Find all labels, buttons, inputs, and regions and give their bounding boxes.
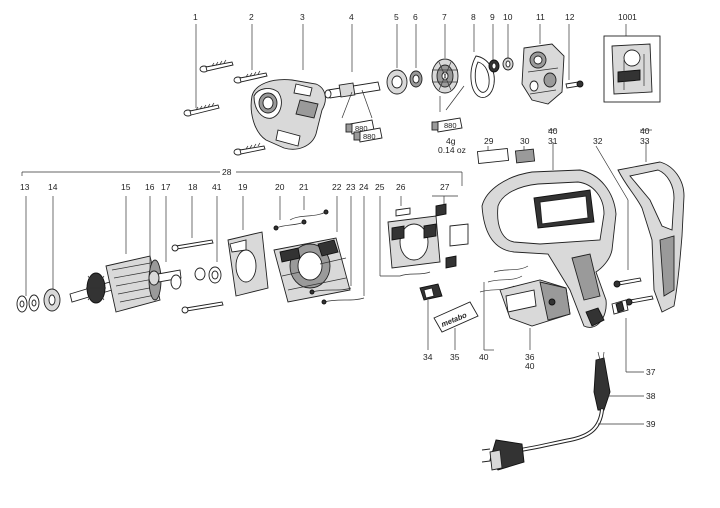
part-34-switch-knob: [419, 283, 443, 350]
label-31: 31: [548, 136, 558, 146]
label-4: 4: [349, 12, 354, 22]
grease-amount: 4g: [446, 136, 456, 146]
label-25: 25: [375, 182, 385, 192]
part-2-screw: [199, 24, 268, 156]
label-26: 26: [396, 182, 406, 192]
label-13: 13: [20, 182, 30, 192]
part-1001-detail-box: [603, 24, 661, 103]
part-10-ring: [502, 24, 514, 71]
grease-tube-a-label: 880: [355, 124, 368, 133]
part-14-bearing: [43, 196, 61, 312]
label-5: 5: [394, 12, 399, 22]
label-10: 10: [503, 12, 513, 22]
part-23-wire: [309, 196, 352, 295]
part-7-gear: [431, 24, 465, 112]
part-5-bearing: [386, 24, 408, 95]
label-16: 16: [145, 182, 155, 192]
label-37: 37: [646, 367, 656, 377]
part-6-ring: [409, 24, 423, 88]
label-24: 24: [359, 182, 369, 192]
part-22-field-coil: [273, 196, 351, 303]
part-1-screw: [183, 24, 220, 117]
label-1001: 1001: [618, 12, 637, 22]
label-30: 30: [520, 136, 530, 146]
part-15-armature: [69, 196, 182, 313]
label-36: 36: [525, 352, 535, 362]
part-8-o-ring: [470, 24, 495, 98]
label-39: 39: [646, 419, 656, 429]
label-34: 34: [423, 352, 433, 362]
label-18: 18: [188, 182, 198, 192]
label-14: 14: [48, 182, 58, 192]
part-13-washers: [16, 196, 40, 313]
grease-amount-oz: 0.14 oz: [438, 145, 466, 155]
part-41-rings: [194, 196, 222, 284]
part-29-label-plate: [476, 146, 510, 165]
grease-tube-b: 880: [353, 127, 383, 143]
label-32: 32: [593, 136, 603, 146]
part-21-wire: [289, 196, 329, 221]
part-16-bearing: [148, 196, 160, 286]
label-3: 3: [300, 12, 305, 22]
label-33: 33: [640, 136, 650, 146]
label-40-left: 40: [548, 126, 558, 136]
part-39-power-cable: [481, 408, 644, 471]
label-38: 38: [646, 391, 656, 401]
label-12: 12: [565, 12, 575, 22]
label-2: 2: [249, 12, 254, 22]
grease-tube-gear: 880: [431, 117, 463, 133]
label-7: 7: [442, 12, 447, 22]
label-17: 17: [161, 182, 171, 192]
label-40-right: 40: [640, 126, 650, 136]
part-27-brushes: [432, 195, 469, 269]
part-24-wire: [321, 196, 365, 305]
part-31-housing-left: [481, 129, 617, 328]
label-8: 8: [471, 12, 476, 22]
label-40-wires: 40: [479, 352, 489, 362]
label-9: 9: [490, 12, 495, 22]
label-1: 1: [193, 12, 198, 22]
part-33-housing-right: [617, 129, 685, 313]
label-11: 11: [536, 12, 545, 22]
label-6: 6: [413, 12, 418, 22]
label-19: 19: [238, 182, 248, 192]
part-12-screw: [565, 24, 584, 89]
label-22: 22: [332, 182, 342, 192]
part-11-gear-assembly: [521, 24, 565, 105]
part-36-switch: [499, 279, 571, 350]
grease-tube-gear-label: 880: [444, 121, 457, 130]
label-29: 29: [484, 136, 494, 146]
grease-tube-b-label: 880: [363, 132, 376, 141]
part-25-brush-holder: [379, 196, 441, 277]
label-28: 28: [222, 167, 232, 177]
part-3-gear-housing: [250, 24, 326, 150]
part-4-spindle: [324, 24, 381, 119]
part-30-label-small: [514, 146, 536, 164]
part-35-badge: metabo: [433, 301, 479, 350]
label-23: 23: [346, 182, 356, 192]
label-20: 20: [275, 182, 285, 192]
part-18-screws: [171, 196, 224, 314]
part-19-fan-guide: [227, 196, 269, 297]
label-27: 27: [440, 182, 450, 192]
part-26-clip: [395, 196, 411, 217]
part-9-washer: [488, 24, 500, 73]
label-40-switch: 40: [525, 361, 535, 371]
bracket-28: [21, 171, 463, 186]
part-37-cable-clamp: [611, 299, 644, 373]
part-17-ring: [165, 196, 182, 290]
label-35: 35: [450, 352, 460, 362]
part-20-wire: [273, 196, 307, 231]
part-38-cable-sleeve: [593, 351, 644, 411]
label-41: 41: [212, 182, 222, 192]
part-32-screws: [595, 145, 654, 306]
label-15: 15: [121, 182, 131, 192]
label-21: 21: [299, 182, 309, 192]
